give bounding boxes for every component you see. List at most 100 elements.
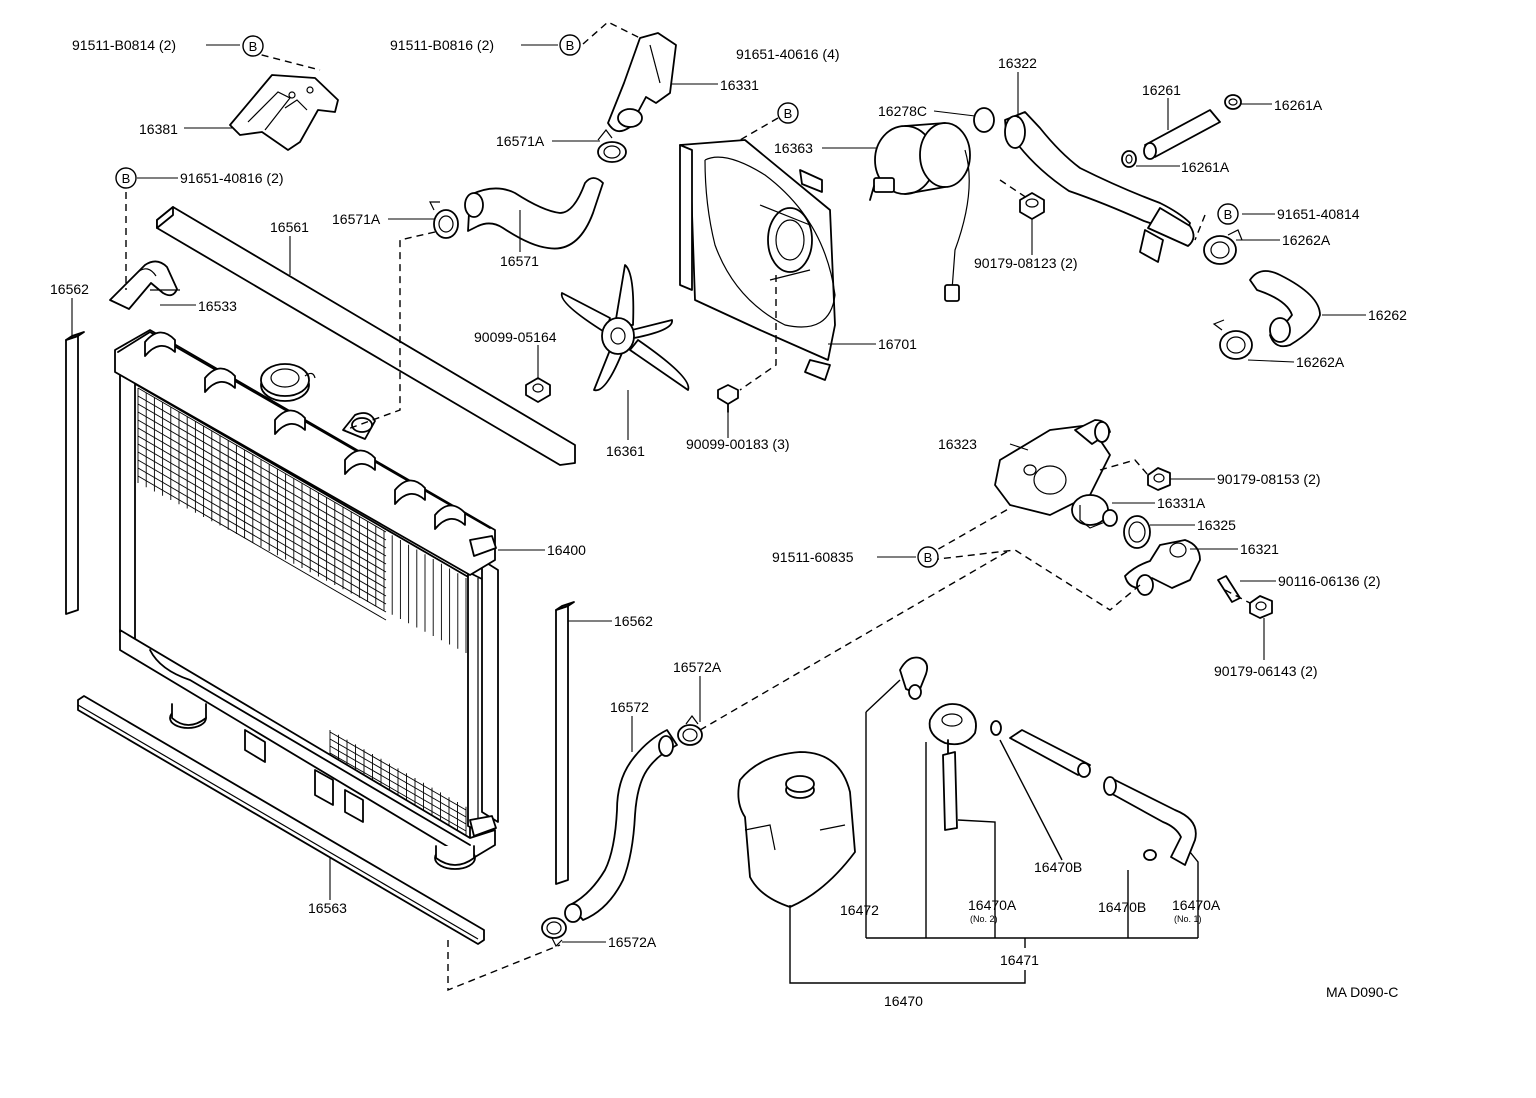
callout-b-6: B [917,546,939,568]
label-91511-60835: 91511-60835 [772,549,854,565]
label-90116-06136: 90116-06136 (2) [1278,573,1380,589]
label-16571a: 16571A [332,211,381,227]
label-16322: 16322 [998,55,1037,71]
nut-90179-08123 [1019,192,1045,220]
label-16561: 16561 [270,219,309,235]
label-16470b-top: 16470B [1034,859,1082,875]
label-16571: 16571 [500,253,539,269]
clamp-16572A-top [677,715,703,746]
label-16470a-no1: 16470A [1172,897,1221,913]
radiator-16400 [114,329,499,870]
label-16470a-no2: 16470A [968,897,1017,913]
label-16472: 16472 [840,902,879,918]
label-16262a-top: 16262A [1282,232,1331,248]
clamp-16262A [1212,319,1253,360]
label-16572: 16572 [610,699,649,715]
water-pipe-16322 [1004,111,1195,263]
label-16278c: 16278C [878,103,927,119]
clamp-16261A [1121,150,1137,168]
label-no2: (No. 2) [970,914,998,924]
svg-text:B: B [566,38,575,53]
label-91651-40616: 91651-40616 (4) [736,46,840,62]
callout-b-1: B [242,35,264,57]
label-16470: 16470 [884,993,923,1009]
callout-b-2: B [559,34,581,56]
label-16323: 16323 [938,436,977,452]
callout-b-5: B [1217,203,1239,225]
clip-16470B [1143,849,1157,861]
callout-b-4: B [115,167,137,189]
label-16562-left: 16562 [50,281,89,297]
svg-text:B: B [924,550,933,565]
clamp-16572A-bottom [541,917,567,948]
stud-90116-06136 [1217,575,1241,603]
svg-text:B: B [1224,207,1233,222]
label-no1: (No. 1) [1174,914,1202,924]
seal-16563 [77,695,485,945]
fan-shroud-16701 [679,139,836,381]
leader-lines [71,44,1366,943]
svg-text:B: B [784,106,793,121]
bracket-16381 [229,74,339,151]
nut-90099-05164 [525,377,551,403]
label-16701: 16701 [878,336,917,352]
label-16331a: 16331A [1157,495,1206,511]
clamp-16262A-top [1203,229,1243,265]
clip-16470B-top [990,720,1002,736]
label-16261a: 16261A [1181,159,1230,175]
label-91511-b0816: 91511-B0816 (2) [390,37,494,53]
svg-text:B: B [122,171,131,186]
radiator-core-fins [137,387,467,847]
clamp-16571A-top [597,129,627,163]
hose-16261 [1143,109,1221,160]
tank-cap-16471 [928,703,977,761]
nut-90179-08153 [1147,467,1171,491]
label-16261: 16261 [1142,82,1181,98]
o-ring-16278C [973,107,995,133]
diagram-id: MA D090-C [1326,984,1398,1000]
label-16381: 16381 [139,121,178,137]
assembly-lines [125,21,1251,992]
seal-16561 [156,206,576,466]
gasket-16325 [1123,515,1151,549]
label-16470b: 16470B [1098,899,1146,915]
hose-16571 [464,177,604,250]
label-90179-06143: 90179-06143 (2) [1214,663,1318,679]
tank-group-brackets [789,679,1199,984]
label-16572a-bottom: 16572A [608,934,657,950]
label-16262a: 16262A [1296,354,1345,370]
fan-motor-16363 [869,122,971,302]
label-90099-00183: 90099-00183 (3) [686,436,790,452]
label-16471: 16471 [1000,952,1039,968]
part-labels: 91511-B0814 (2) 91511-B0816 (2) 91651-40… [50,37,1407,1009]
label-16262: 16262 [1368,307,1407,323]
label-16331: 16331 [720,77,759,93]
hose-16572 [564,729,678,923]
water-inlet-16331 [607,32,677,133]
label-16361: 16361 [606,443,645,459]
label-16325: 16325 [1197,517,1236,533]
callout-b-3: B [777,102,799,124]
thermostat-16331A [1071,494,1118,529]
bracket-16533 [109,260,180,310]
label-16572a-top: 16572A [673,659,722,675]
label-91651-40814: 91651-40814 [1277,206,1360,222]
label-16261a-top: 16261A [1274,97,1323,113]
reserve-tank-16470 [737,751,856,908]
nut-90179-06143 [1249,595,1273,619]
label-91511-b0814: 91511-B0814 (2) [72,37,176,53]
label-91651-40816: 91651-40816 (2) [180,170,284,186]
label-90179-08153: 90179-08153 (2) [1217,471,1321,487]
bolt-90099-00183 [717,384,739,413]
tube-16470A-no2 [942,751,958,831]
label-90099-05164: 90099-05164 [474,329,557,345]
label-16321: 16321 [1240,541,1279,557]
svg-text:B: B [249,39,258,54]
label-90179-08123: 90179-08123 (2) [974,255,1078,271]
label-16400: 16400 [547,542,586,558]
fan-16361 [560,264,690,392]
label-16563: 16563 [308,900,347,916]
hose-16470A-upper [1009,729,1091,778]
seal-16562-right [555,601,575,885]
